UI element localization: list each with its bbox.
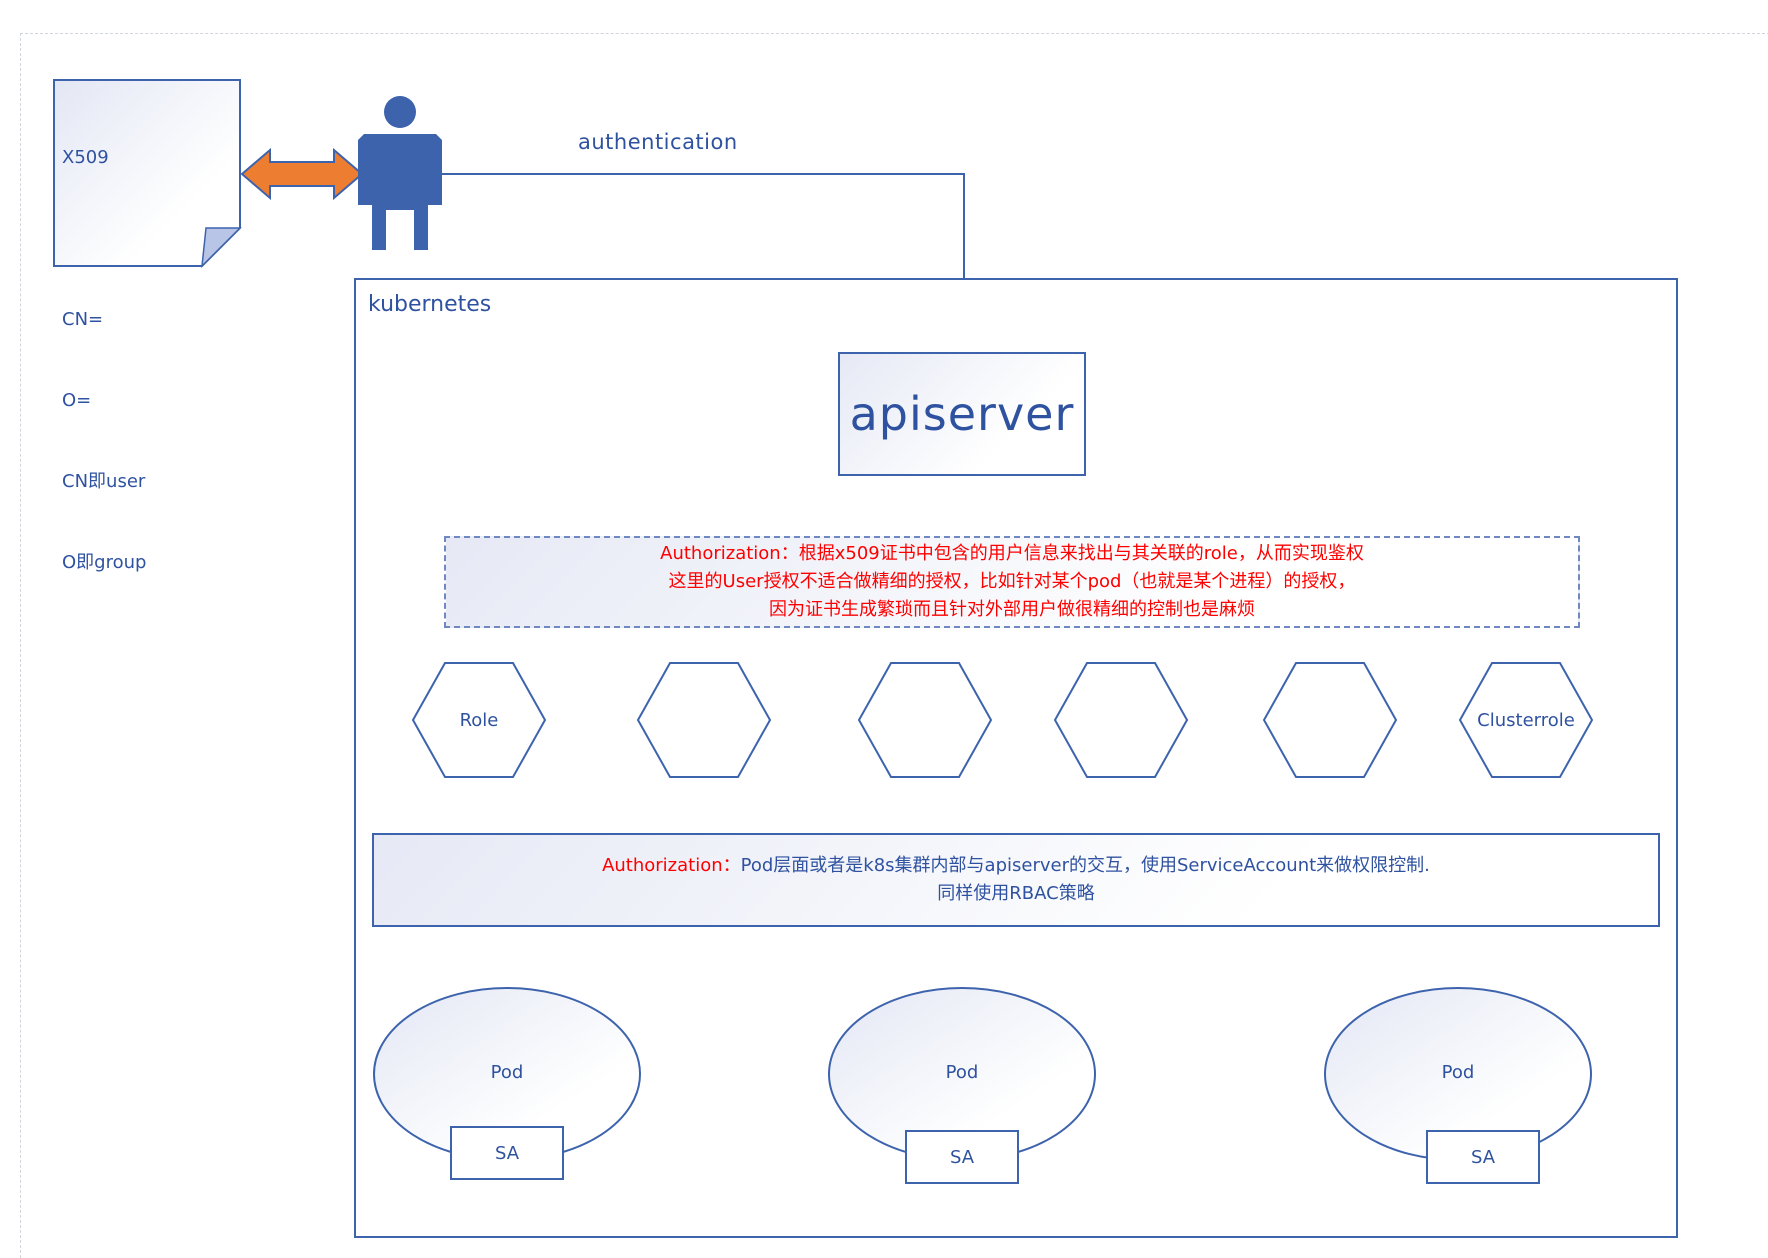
service-account-box: SA: [450, 1126, 564, 1180]
hexagon-shape: [857, 662, 993, 778]
x509-line: CN=: [62, 309, 104, 330]
role-hexagon-label: [636, 661, 772, 779]
role-hexagon: Role: [411, 661, 547, 779]
role-hexagon-label: [1262, 661, 1398, 779]
x509-line: CN即user: [62, 471, 146, 492]
authorization-note-line: 同样使用RBAC策略: [937, 883, 1095, 904]
service-account-label: SA: [949, 1146, 975, 1168]
pod-label: Pod: [1441, 1062, 1475, 1083]
hexagon-shape: [1262, 662, 1398, 778]
role-hexagon: [1053, 661, 1189, 779]
authorization-note-line: Authorization：Pod层面或者是k8s集群内部与apiserver的…: [602, 852, 1430, 880]
service-account-box: SA: [905, 1130, 1019, 1184]
x509-line: [62, 225, 146, 252]
authorization-note-serviceaccount: Authorization：Pod层面或者是k8s集群内部与apiserver的…: [372, 833, 1660, 927]
hexagon-shape: [1053, 662, 1189, 778]
user-icon: [358, 96, 442, 250]
canvas-border: [20, 33, 1768, 1258]
pod-ellipse: Pod: [1323, 986, 1593, 1162]
clusterrole-hexagon: Clusterrole: [1458, 661, 1594, 779]
hexagon-shape: [411, 662, 547, 778]
role-hexagon: [1262, 661, 1398, 779]
role-hexagon: [857, 661, 993, 779]
authorization-note-line: Authorization：根据x509证书中包含的用户信息来找出与其关联的ro…: [660, 543, 1364, 564]
apiserver-label: apiserver: [849, 387, 1075, 441]
service-account-label: SA: [1470, 1146, 1496, 1168]
pod-label: Pod: [945, 1062, 979, 1083]
role-hexagon-label: [857, 661, 993, 779]
x509-document-fold: [201, 227, 242, 269]
hexagon-shape: [636, 662, 772, 778]
role-hexagon-label: [1053, 661, 1189, 779]
x509-document-text: X509 CN= O= CN即user O即group: [62, 90, 146, 603]
authorization-note-line: 这里的User授权不适合做精细的授权，比如针对某个pod（也就是某个进程）的授权…: [668, 571, 1356, 592]
kubernetes-label: kubernetes: [368, 292, 492, 317]
authentication-label: authentication: [578, 130, 738, 154]
authorization-prefix: Authorization：: [602, 855, 741, 876]
pod-label: Pod: [490, 1062, 524, 1083]
role-hexagon-label: Role: [459, 709, 499, 731]
x509-line: O即group: [62, 552, 147, 573]
service-account-box: SA: [1426, 1130, 1540, 1184]
pod-ellipse: Pod: [827, 986, 1097, 1162]
role-hexagon: [636, 661, 772, 779]
apiserver-box: apiserver: [838, 352, 1086, 476]
service-account-label: SA: [494, 1142, 520, 1164]
authorization-note-x509: Authorization：根据x509证书中包含的用户信息来找出与其关联的ro…: [444, 536, 1580, 628]
x509-line: X509: [62, 147, 109, 168]
authorization-note-line: 因为证书生成繁琐而且针对外部用户做很精细的控制也是麻烦: [769, 599, 1255, 620]
hexagon-shape: [1458, 662, 1594, 778]
x509-line: O=: [62, 390, 92, 411]
authorization-note-text: Pod层面或者是k8s集群内部与apiserver的交互，使用ServiceAc…: [740, 855, 1430, 876]
clusterrole-hexagon-label: Clusterrole: [1477, 709, 1575, 731]
mapping-double-arrow: [240, 147, 364, 201]
